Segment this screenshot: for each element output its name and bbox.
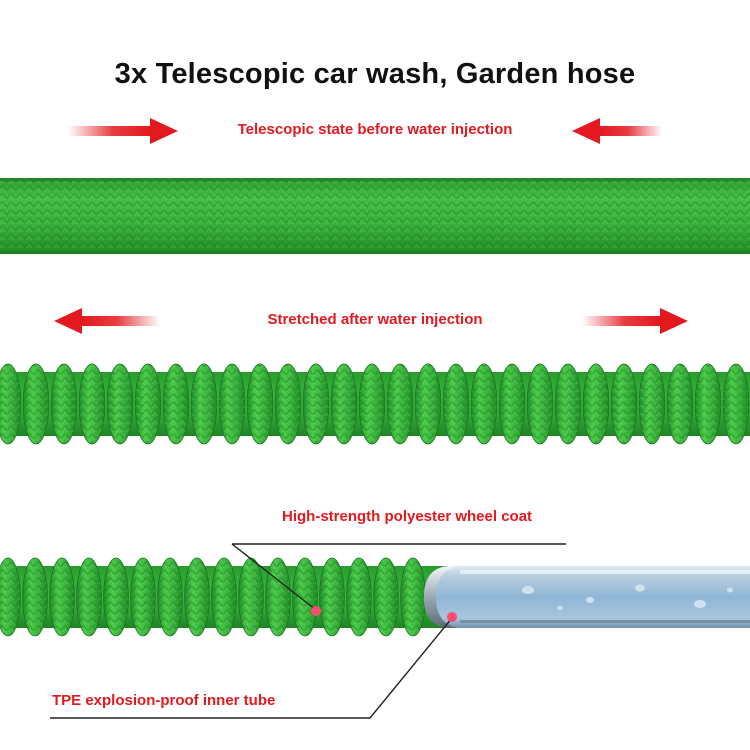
- before-label: Telescopic state before water injection: [237, 121, 513, 138]
- hose-rib-texture: [22, 558, 48, 636]
- hose-rib-texture: [319, 558, 345, 636]
- stretched-hose: [0, 363, 750, 445]
- hose-rib-texture: [723, 364, 749, 444]
- hose-rib-texture: [103, 558, 129, 636]
- hose-rib-texture: [303, 364, 329, 444]
- hose-rib-texture: [331, 364, 357, 444]
- hose-rib-texture: [211, 558, 237, 636]
- arrow-left-icon: [572, 118, 662, 144]
- arrow-left-icon: [54, 308, 160, 334]
- hose-rib-texture: [639, 364, 665, 444]
- hose-rib-texture: [387, 364, 413, 444]
- hose-rib-texture: [49, 558, 75, 636]
- hose-rib-texture: [292, 558, 318, 636]
- hose-rib-texture: [527, 364, 553, 444]
- hose-rib-texture: [499, 364, 525, 444]
- hose-rib-texture: [219, 364, 245, 444]
- hose-rib-texture: [0, 364, 21, 444]
- hose-rib-texture: [275, 364, 301, 444]
- hose-rib-texture: [135, 364, 161, 444]
- hose-rib-texture: [79, 364, 105, 444]
- coat-marker: [311, 606, 321, 616]
- hose-rib-texture: [247, 364, 273, 444]
- hose-rib-texture: [191, 364, 217, 444]
- hose-rib-texture: [695, 364, 721, 444]
- inner-tube: [424, 566, 750, 628]
- arrow-right-icon: [582, 308, 688, 334]
- hose-rib-texture: [346, 558, 372, 636]
- hose-rib-texture: [265, 558, 291, 636]
- inner-tube-label: TPE explosion-proof inner tube: [52, 692, 276, 709]
- hose-rib-texture: [0, 558, 21, 636]
- hose-rib-texture: [415, 364, 441, 444]
- hose-rib-texture: [667, 364, 693, 444]
- hose-rib-texture: [157, 558, 183, 636]
- hose-rib-texture: [359, 364, 385, 444]
- hose-rib-texture: [373, 558, 399, 636]
- hose-rib-texture: [107, 364, 133, 444]
- hose-rib-texture: [400, 558, 426, 636]
- hose-rib-texture: [443, 364, 469, 444]
- hose-rib-texture: [23, 364, 49, 444]
- hose-rib-texture: [583, 364, 609, 444]
- hose-rib-texture: [238, 558, 264, 636]
- coat-label: High-strength polyester wheel coat: [282, 508, 533, 525]
- hose-rib-texture: [130, 558, 156, 636]
- after-label: Stretched after water injection: [267, 311, 483, 328]
- leader-lines: [50, 543, 566, 719]
- page-title: 3x Telescopic car wash, Garden hose: [114, 58, 636, 90]
- hose-rib-texture: [51, 364, 77, 444]
- hose-rib-texture: [76, 558, 102, 636]
- arrow-right-icon: [68, 118, 178, 144]
- hose-rib-texture: [184, 558, 210, 636]
- hose-rib-texture: [471, 364, 497, 444]
- hose-rib-texture: [611, 364, 637, 444]
- tube-marker: [447, 612, 457, 622]
- hose-rib-texture: [163, 364, 189, 444]
- compressed-hose: [0, 178, 750, 254]
- hose-rib-texture: [555, 364, 581, 444]
